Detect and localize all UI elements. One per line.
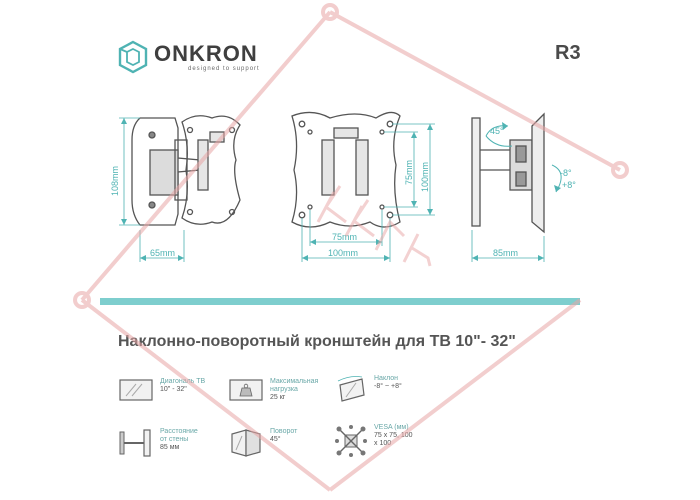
wall-distance-icon xyxy=(119,429,151,457)
weight-icon xyxy=(229,379,263,401)
dimension-distance xyxy=(471,230,545,262)
top-view-drawing xyxy=(471,112,545,234)
spec-swivel-value: 45° xyxy=(270,436,281,443)
spec-swivel-label: Поворот xyxy=(270,428,298,435)
front-view-drawing xyxy=(291,111,401,228)
side-view-drawing xyxy=(131,115,241,226)
dimension-vesa-75-vertical-label: 75mm xyxy=(404,160,414,185)
tv-screen-icon xyxy=(119,379,153,401)
spec-load-label: Максимальная нагрузка xyxy=(270,378,319,393)
spec-diagonal-value: 10" - 32" xyxy=(160,386,187,393)
spec-diagonal: Диагональ ТВ 10" - 32" xyxy=(118,378,205,402)
spec-diagonal-label: Диагональ ТВ xyxy=(160,378,206,385)
dimension-vesa-100-vertical-label: 100mm xyxy=(420,162,430,192)
dimension-height xyxy=(119,117,140,226)
spec-load: Максимальная нагрузка 25 кг xyxy=(228,378,319,402)
accent-divider xyxy=(100,298,580,305)
spec-vesa-label: VESA (мм) xyxy=(374,424,409,431)
spec-distance-value: 85 мм xyxy=(160,444,180,451)
spec-swivel: Поворот 45° xyxy=(228,428,297,458)
tilt-screen-icon xyxy=(337,376,365,402)
dimension-distance-label: 85mm xyxy=(493,248,518,258)
spec-distance-label: Расстояние от стены xyxy=(160,428,198,443)
swivel-angle-label: 45° xyxy=(490,126,504,136)
spec-tilt-value: -8° ~ +8° xyxy=(374,383,402,390)
spec-vesa: VESA (мм) 75 x 75, 100 x 100 xyxy=(334,424,416,458)
technical-drawing: 108mm 65mm xyxy=(110,111,576,262)
product-title: Наклонно-поворотный кронштейн для ТВ 10"… xyxy=(118,333,516,350)
spec-tilt: Наклон -8° ~ +8° xyxy=(334,375,402,405)
swivel-screen-icon xyxy=(231,429,261,457)
dimension-vesa-100-horizontal-label: 100mm xyxy=(328,248,358,258)
spec-tilt-label: Наклон xyxy=(374,375,399,382)
dimension-vesa-75-horizontal-label: 75mm xyxy=(332,232,357,242)
spec-vesa-value: 75 x 75, 100 x 100 xyxy=(374,432,413,447)
spec-load-value: 25 кг xyxy=(270,394,286,401)
tilt-minus-label: -8° xyxy=(560,168,572,178)
spec-distance: Расстояние от стены 85 мм xyxy=(118,428,200,458)
tilt-plus-label: +8° xyxy=(562,180,576,190)
dimension-depth-label: 65mm xyxy=(150,248,175,258)
dimension-height-label: 108mm xyxy=(110,166,120,196)
vesa-pattern-icon xyxy=(335,425,367,457)
